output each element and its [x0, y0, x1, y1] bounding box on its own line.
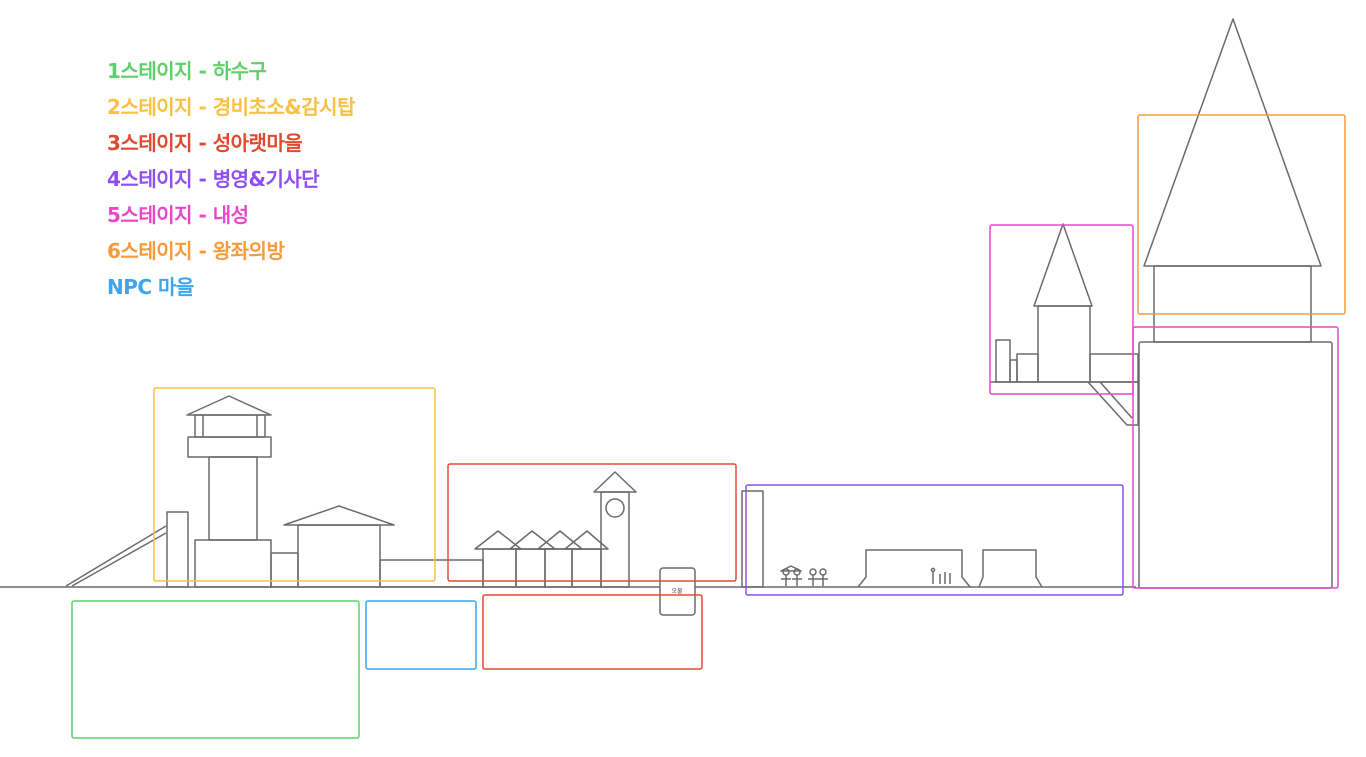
- clocktower: [600, 491, 630, 588]
- gate-post: [166, 511, 189, 588]
- dummy-head: [782, 568, 790, 576]
- legend-item-stage-2: 2스테이지 - 경비초소&감시탑: [107, 95, 355, 119]
- keep-wall: [1009, 359, 1018, 383]
- keep-wall: [1016, 353, 1039, 383]
- weapon-rack: [930, 567, 951, 584]
- zone-stage-6-throne-room: [1137, 114, 1346, 315]
- zone-stage-3-underground: [482, 594, 703, 670]
- sewer-entrance-sign: [659, 567, 696, 616]
- watchtower-roof: [186, 395, 272, 416]
- watchtower-cabin: [194, 414, 266, 438]
- zone-stage-3-lower-village: [447, 463, 737, 582]
- watchtower-shaft: [208, 456, 258, 541]
- clock-face: [605, 498, 625, 518]
- keep-bridge-support: [1099, 381, 1133, 419]
- guardhouse-roof: [283, 505, 395, 526]
- stage-zones: [71, 114, 1346, 739]
- watchtower-deck: [187, 436, 272, 458]
- ramp-line: [65, 525, 167, 587]
- low-wall: [379, 559, 484, 588]
- zone-stage-1-sewer: [71, 600, 360, 739]
- zone-stage-5-small-keep: [989, 224, 1134, 395]
- keep-bridge: [1087, 381, 1139, 426]
- keep-wall: [1089, 353, 1139, 383]
- dummy-head: [819, 568, 827, 576]
- barracks-wall: [741, 490, 764, 588]
- keep-wall: [995, 339, 1011, 383]
- training-dummies: [780, 565, 828, 586]
- knights-hall: [978, 549, 1043, 588]
- sewer-sign-text: 오물: [671, 588, 683, 595]
- throne-room-tower: [1153, 265, 1312, 343]
- stage-legend: 1스테이지 - 하수구 2스테이지 - 경비초소&감시탑 3스테이지 - 성아랫…: [107, 55, 355, 307]
- legend-item-stage-3: 3스테이지 - 성아랫마을: [107, 131, 303, 155]
- weapon-tip: [930, 567, 936, 573]
- watchtower-base: [194, 539, 272, 588]
- castle-main-body: [1138, 341, 1333, 589]
- inner-keep-structures: [990, 223, 1139, 426]
- castle-spire: [1143, 18, 1322, 267]
- legend-item-stage-5: 5스테이지 - 내성: [107, 203, 249, 227]
- guardpost-structures: [65, 395, 484, 588]
- zone-stage-4-barracks: [745, 484, 1124, 596]
- zone-npc-village: [365, 600, 477, 670]
- clocktower-roof: [593, 471, 637, 493]
- legend-item-npc-village: NPC 마을: [107, 275, 194, 299]
- barracks-structures: [741, 490, 1043, 588]
- ramp-line: [71, 532, 167, 587]
- legend-item-stage-1: 1스테이지 - 하수구: [107, 59, 267, 83]
- barracks-building: [857, 549, 971, 588]
- zone-stage-5-inner-castle: [1132, 326, 1339, 589]
- dummy-head: [809, 568, 817, 576]
- village-structures: 오물: [474, 471, 696, 616]
- zone-stage-2-guardpost: [153, 387, 436, 582]
- guardhouse: [297, 524, 381, 588]
- connector-wall: [270, 552, 299, 588]
- legend-item-stage-4: 4스테이지 - 병영&기사단: [107, 167, 320, 191]
- castle-main-tower: [1138, 18, 1333, 589]
- keep-tower: [1037, 305, 1091, 383]
- legend-item-stage-6: 6스테이지 - 왕좌의방: [107, 239, 285, 263]
- dummy-head: [793, 568, 801, 576]
- keep-spire: [1033, 223, 1093, 307]
